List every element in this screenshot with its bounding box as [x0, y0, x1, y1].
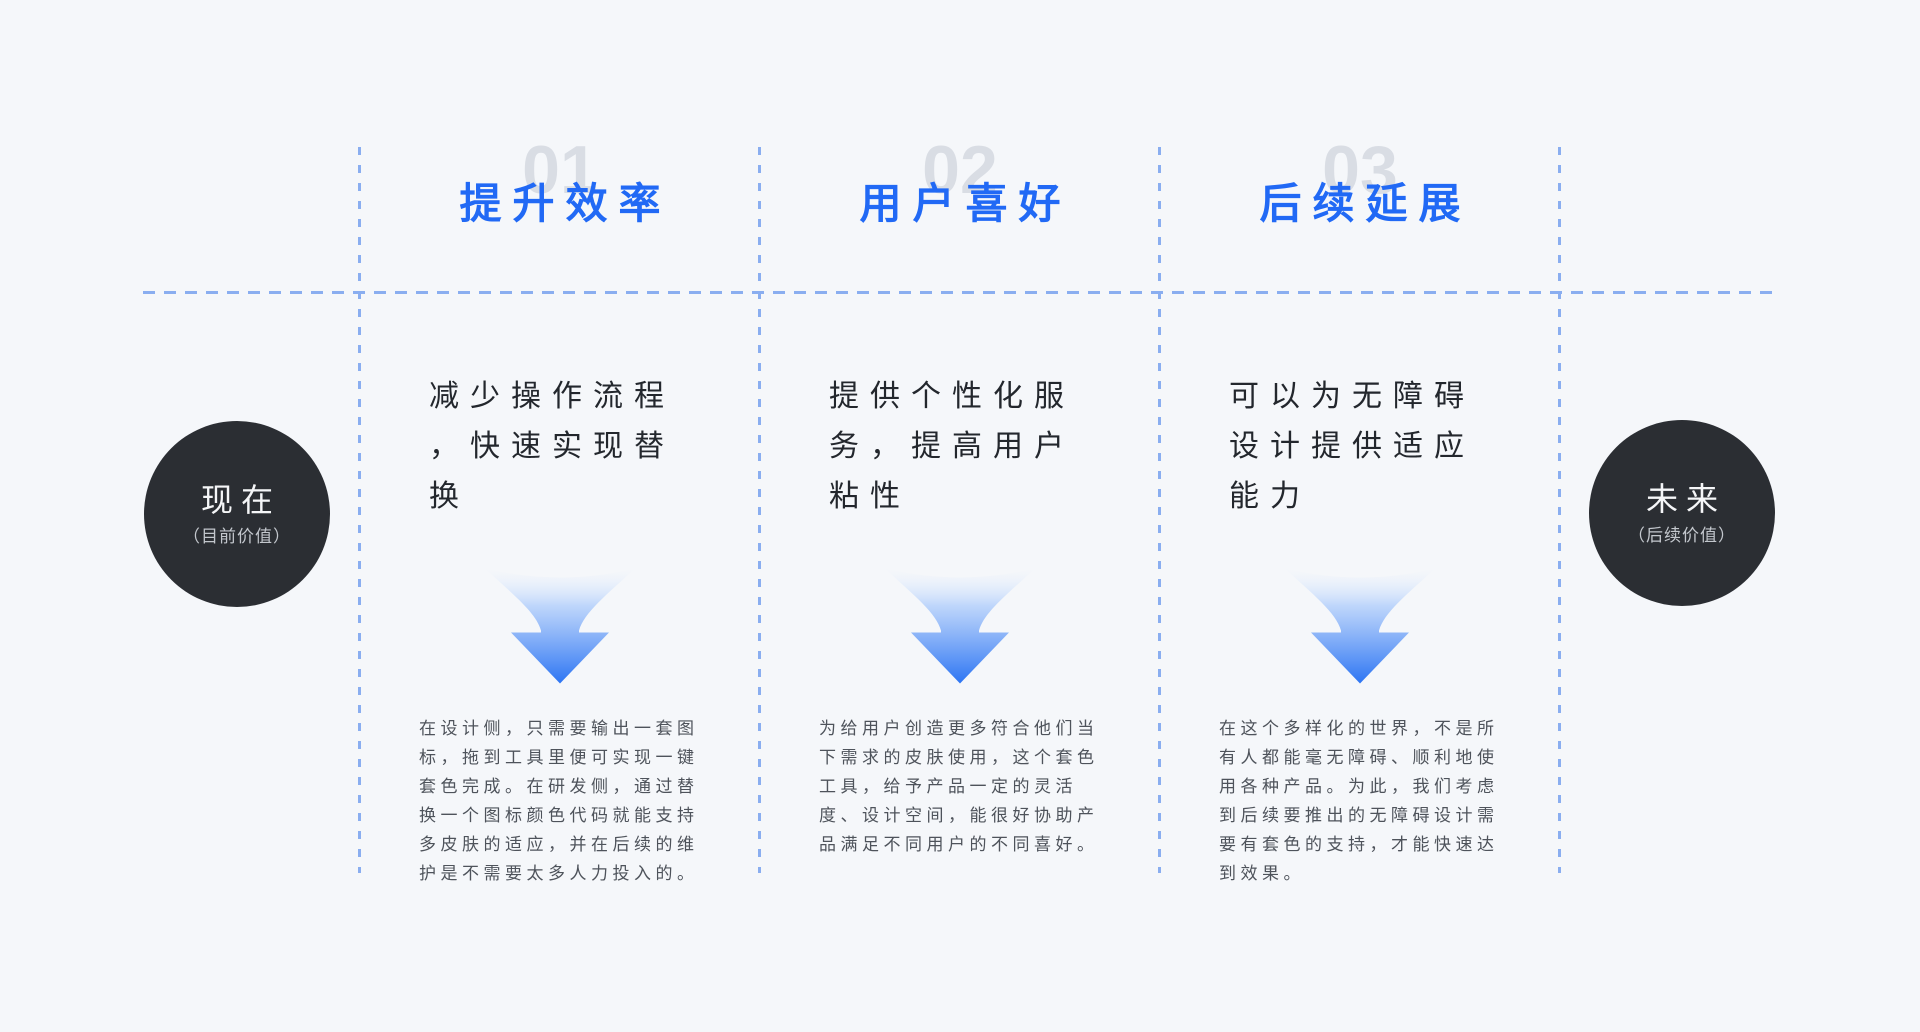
column-summary: 减少操作流程 ，快速实现替 换 — [429, 380, 675, 513]
column-extension: 03 后续延展 可以为无障碍 设计提供适应 能力 在这个多样化的世界，不是所 有… — [1160, 0, 1560, 1032]
now-circle: 现在 （目前价值） — [144, 421, 330, 607]
column-number: 01 — [522, 132, 598, 208]
down-arrow-icon — [485, 568, 635, 684]
column-detail: 在这个多样化的世界，不是所 有人都能毫无障碍、顺利地使 用各种产品。为此，我们考… — [1219, 719, 1499, 883]
column-detail: 为给用户创造更多符合他们当 下需求的皮肤使用，这个套色 工具，给予产品一定的灵活… — [819, 719, 1099, 854]
column-number: 03 — [1322, 132, 1398, 208]
vertical-dashed-divider-1 — [358, 147, 361, 873]
column-summary: 提供个性化服 务，提高用户 粘性 — [829, 380, 1075, 513]
column-detail: 在设计侧，只需要输出一套图 标，拖到工具里便可实现一键 套色完成。在研发侧，通过… — [419, 719, 699, 883]
column-title: 提升效率 — [459, 180, 672, 227]
now-title: 现在 — [200, 482, 281, 519]
column-title: 用户喜好 — [859, 180, 1072, 227]
column-summary: 可以为无障碍 设计提供适应 能力 — [1229, 380, 1475, 513]
future-circle: 未来 （后续价值） — [1589, 420, 1775, 606]
down-arrow-icon — [885, 568, 1035, 684]
vertical-dashed-divider-3 — [1158, 147, 1161, 873]
column-user-preference: 02 用户喜好 提供个性化服 务，提高用户 粘性 为给用户创造更多符合他们当 下… — [760, 0, 1160, 1032]
column-number: 02 — [922, 132, 998, 208]
down-arrow-icon — [1285, 568, 1435, 684]
column-efficiency: 01 提升效率 减少操作流程 ，快速实现替 换 在设计侧，只需要输出一套图 标，… — [360, 0, 760, 1032]
vertical-dashed-divider-2 — [758, 147, 761, 873]
vertical-dashed-divider-4 — [1558, 147, 1561, 873]
column-title: 后续延展 — [1259, 180, 1472, 227]
now-subtitle: （目前价值） — [183, 526, 291, 546]
future-subtitle: （后续价值） — [1628, 525, 1736, 545]
horizontal-dashed-divider — [143, 291, 1775, 294]
future-title: 未来 — [1645, 481, 1726, 518]
